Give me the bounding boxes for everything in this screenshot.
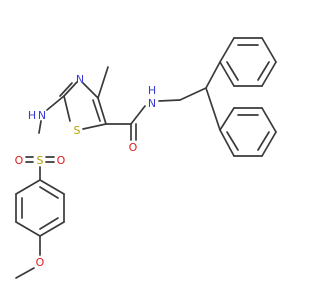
- thiazole-nitrogen-label: N: [76, 73, 84, 86]
- amide-nitrogen-label: N: [148, 97, 156, 110]
- ether-oxygen-label: O: [36, 256, 45, 269]
- sulfonamide-hydrogen-label: H: [28, 109, 36, 122]
- molecule-structure: N S N H O H N S O O O: [15, 37, 277, 279]
- sulfonyl-oxygen-right-label: O: [57, 154, 66, 167]
- amide-oxygen-label: O: [129, 141, 138, 154]
- atom-labels: N S N H O H N S O O O: [15, 73, 156, 269]
- amide-hydrogen-label: H: [148, 84, 156, 97]
- sulfonyl-sulfur-label: S: [37, 154, 44, 167]
- sulfonamide-nitrogen-label: N: [38, 109, 46, 122]
- thiazole-sulfur-label: S: [74, 124, 81, 137]
- bonds: [15, 37, 277, 279]
- sulfonyl-oxygen-left-label: O: [15, 154, 24, 167]
